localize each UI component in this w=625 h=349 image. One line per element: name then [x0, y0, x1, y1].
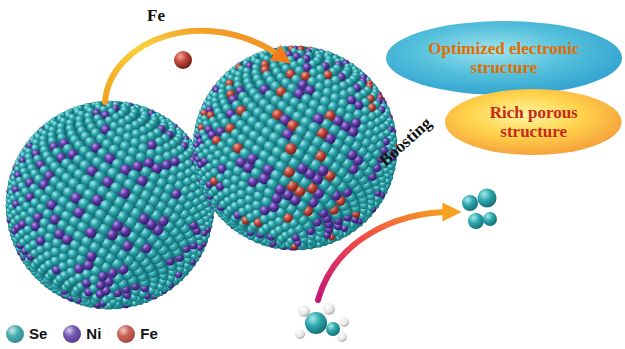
h-atom: [339, 317, 349, 327]
legend-text: Se: [29, 325, 47, 342]
ellipse-fill: [445, 89, 622, 155]
o-atom: [326, 322, 340, 336]
atom: [339, 90, 349, 100]
doping-arrow: [105, 31, 283, 102]
legend-swatch: [63, 325, 81, 343]
h-atom: [298, 305, 310, 317]
ellipse-text: Rich porous structure: [474, 103, 594, 141]
atom: [331, 84, 341, 94]
atom: [139, 135, 149, 145]
atom: [66, 258, 76, 268]
ellipse-fill: [386, 21, 622, 95]
atom: [58, 253, 68, 263]
product-atom: [478, 189, 497, 208]
atom: [170, 157, 179, 166]
ellipse-text: Optimized electronic structure: [415, 39, 593, 77]
reaction-arrow: [318, 212, 452, 300]
nise-sphere: [5, 100, 214, 309]
product-atom: [462, 195, 478, 211]
element-label: Fe: [147, 6, 165, 26]
o-atom: [305, 312, 327, 334]
atom: [330, 93, 340, 103]
legend-swatch: [6, 325, 24, 343]
h-atom: [295, 329, 305, 339]
product-molecules: [462, 189, 497, 230]
atom: [163, 151, 173, 161]
fe-doped-sphere: [192, 45, 397, 250]
atom: [100, 200, 112, 212]
h-atom: [323, 303, 335, 315]
atom: [323, 79, 333, 89]
atom: [285, 143, 297, 155]
highlight-ellipse: Rich porous structure: [444, 88, 623, 156]
atom: [252, 200, 262, 210]
highlight-ellipse: Optimized electronic structure: [385, 20, 623, 96]
atom: [132, 129, 141, 138]
fe-atom: [174, 51, 192, 69]
sphere-core: [6, 101, 214, 309]
product-atom: [468, 213, 484, 229]
product-atom: [483, 212, 497, 226]
legend-text: Fe: [140, 325, 158, 342]
atom: [68, 249, 78, 259]
atom: [147, 140, 157, 150]
boosting-label: Boosting: [376, 113, 436, 170]
sphere-core: [193, 46, 397, 250]
water-molecules: [295, 303, 349, 342]
atom: [146, 149, 156, 159]
legend-text: Ni: [86, 325, 101, 342]
atom: [155, 146, 165, 156]
legend-swatch: [117, 325, 135, 343]
h-atom: [337, 332, 347, 342]
